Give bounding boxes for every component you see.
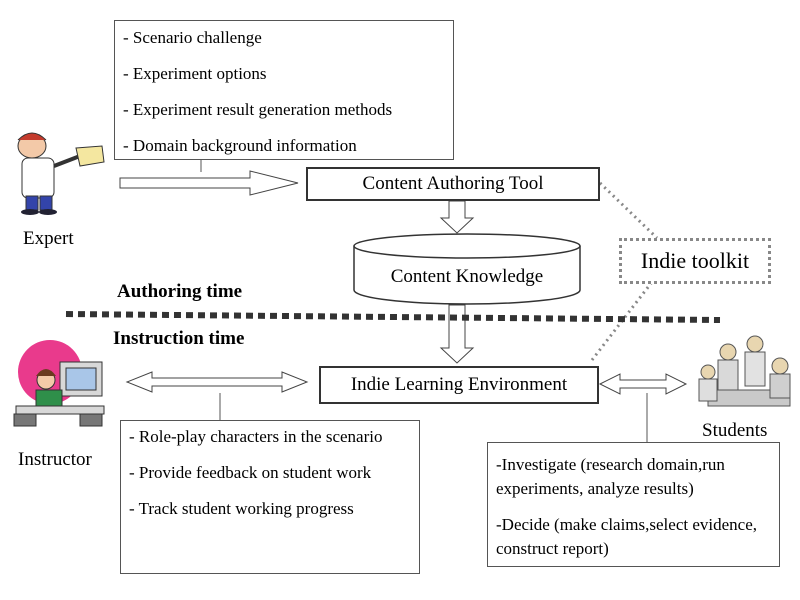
- students-content-box: -Investigate (research domain,run experi…: [487, 442, 780, 567]
- expert-item-experiment-options: - Experiment options: [123, 64, 267, 83]
- tool-to-knowledge-arrow: [439, 200, 475, 234]
- expert-item-scenario: - Scenario challenge: [123, 28, 262, 47]
- instructor-item-progress: - Track student working progress: [129, 499, 354, 518]
- expert-content-box: - Scenario challenge - Experiment option…: [114, 20, 454, 160]
- toolkit-link-top: [598, 181, 659, 240]
- students-icon: [698, 335, 791, 407]
- instructor-item-feedback: - Provide feedback on student work: [129, 463, 372, 482]
- students-item-decide: -Decide (make claims,select evidence, co…: [496, 515, 758, 558]
- environment-students-arrow: [598, 373, 688, 395]
- expert-to-tool-arrow: [119, 170, 299, 196]
- expert-item-result-methods: - Experiment result generation methods: [123, 100, 393, 119]
- instruction-time-label: Instruction time: [113, 328, 245, 349]
- students-item-investigate: -Investigate (research domain,run experi…: [496, 455, 725, 498]
- expert-icon: [17, 132, 105, 215]
- indie-toolkit-box: Indie toolkit: [619, 238, 771, 284]
- time-divider: [65, 311, 721, 323]
- instructor-content-box: - Role-play characters in the scenario -…: [120, 420, 420, 574]
- authoring-time-label: Authoring time: [117, 281, 243, 302]
- expert-label: Expert: [23, 228, 74, 249]
- content-knowledge-cylinder: [353, 233, 581, 305]
- instructor-label: Instructor: [18, 449, 92, 470]
- content-knowledge-label: Content Knowledge: [390, 266, 544, 287]
- content-authoring-tool: Content Authoring Tool: [306, 167, 600, 201]
- indie-learning-environment: Indie Learning Environment: [319, 366, 599, 404]
- instructor-icon: [13, 340, 105, 427]
- instructor-environment-arrow: [125, 371, 309, 393]
- knowledge-to-environment-arrow: [439, 304, 475, 364]
- instructor-item-role-play: - Role-play characters in the scenario: [129, 427, 383, 446]
- expert-item-domain-info: - Domain background information: [123, 136, 357, 155]
- students-label: Students: [702, 420, 768, 441]
